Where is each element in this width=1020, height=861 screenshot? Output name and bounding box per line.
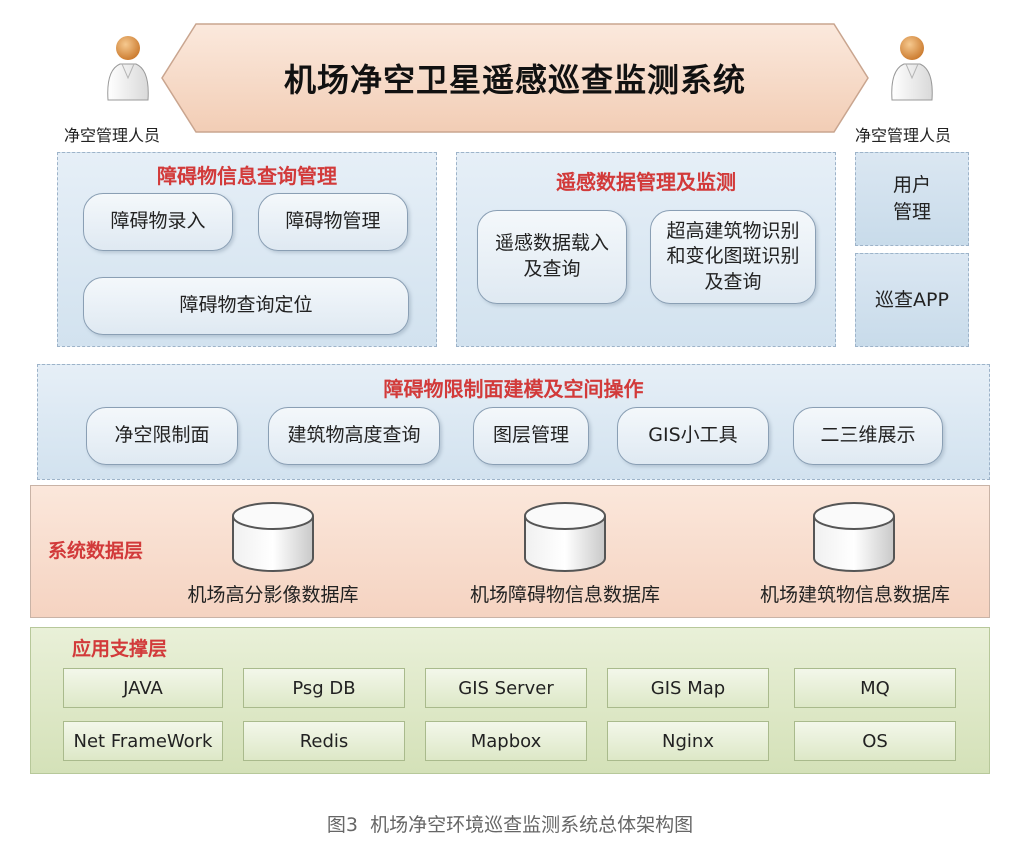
building-recognition-module[interactable]: 超高建筑物识别 和变化图斑识别 及查询: [650, 210, 816, 304]
tech-redis: Redis: [243, 721, 405, 761]
layer-management-module[interactable]: 图层管理: [473, 407, 589, 465]
remote-data-load-module[interactable]: 遥感数据载入 及查询: [477, 210, 627, 304]
modeling-panel-title: 障碍物限制面建模及空间操作: [383, 377, 644, 401]
tech-gis-map: GIS Map: [607, 668, 769, 708]
obstacle-entry-module[interactable]: 障碍物录入: [83, 193, 233, 251]
database-icon: [232, 502, 314, 572]
obstacle-panel-title: 障碍物信息查询管理: [157, 164, 337, 188]
database-icon: [813, 502, 895, 572]
database-icon: [524, 502, 606, 572]
clearance-surface-module[interactable]: 净空限制面: [86, 407, 238, 465]
building-database-label: 机场建筑物信息数据库: [759, 584, 950, 606]
obstacle-manage-module[interactable]: 障碍物管理: [258, 193, 408, 251]
gis-tools-module[interactable]: GIS小工具: [617, 407, 769, 465]
imagery-database-label: 机场高分影像数据库: [187, 584, 359, 606]
patrol-app-box[interactable]: 巡查APP: [855, 253, 969, 347]
tech-os: OS: [794, 721, 956, 761]
tech-gis-server: GIS Server: [425, 668, 587, 708]
system-title: 机场净空卫星遥感巡查监测系统: [283, 61, 746, 99]
person-icon: [107, 36, 149, 101]
data-layer-title: 系统数据层: [48, 540, 144, 562]
person-icon: [891, 36, 933, 101]
tech-nginx: Nginx: [607, 721, 769, 761]
tech-mapbox: Mapbox: [425, 721, 587, 761]
building-height-query-module[interactable]: 建筑物高度查询: [268, 407, 440, 465]
tech-mq: MQ: [794, 668, 956, 708]
obstacle-query-module[interactable]: 障碍物查询定位: [83, 277, 409, 335]
title-banner: [161, 23, 869, 133]
display-2d-3d-module[interactable]: 二三维展示: [793, 407, 943, 465]
tech-net-framework: Net FrameWork: [63, 721, 223, 761]
right-user-label: 净空管理人员: [855, 126, 952, 145]
tech-psg-db: Psg DB: [243, 668, 405, 708]
tech-java: JAVA: [63, 668, 223, 708]
user-management-box[interactable]: 用户 管理: [855, 152, 969, 246]
obstacle-database-label: 机场障碍物信息数据库: [469, 584, 660, 606]
figure-caption: 图3 机场净空环境巡查监测系统总体架构图: [326, 814, 694, 836]
remote-panel-title: 遥感数据管理及监测: [556, 170, 736, 194]
app-layer-title: 应用支撑层: [72, 638, 168, 660]
left-user-label: 净空管理人员: [64, 126, 161, 145]
